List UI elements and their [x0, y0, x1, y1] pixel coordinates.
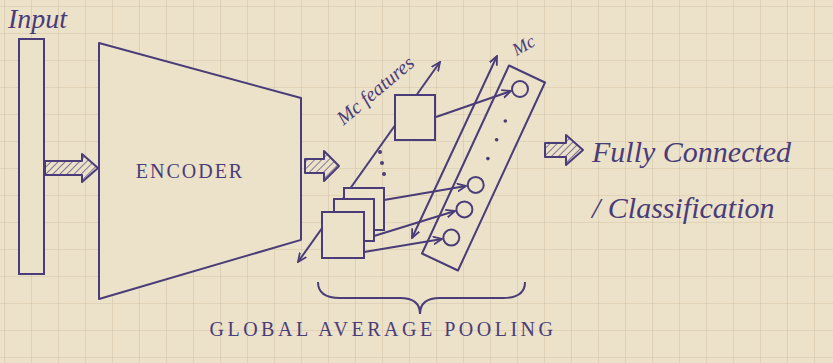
dimension-label: Mc	[509, 32, 539, 61]
output-label: Fully Connected / Classification	[592, 124, 799, 236]
trapezoid-outline	[99, 43, 301, 299]
pooled-unit	[468, 177, 484, 193]
ellipsis-dot	[486, 157, 490, 161]
pooling-arrow	[364, 239, 442, 252]
ellipsis-dot	[504, 119, 508, 123]
input-heading: Input	[8, 2, 43, 36]
ellipsis-dot	[495, 138, 499, 142]
feature-map	[322, 212, 364, 258]
ellipsis-dot	[378, 150, 382, 154]
ellipsis-dot	[380, 161, 384, 165]
pooled-unit	[443, 230, 459, 246]
input-box: Input	[18, 38, 45, 275]
pooled-unit	[456, 201, 472, 217]
dimension-label: Mc features	[332, 51, 418, 128]
block-arrow	[45, 154, 98, 182]
encoder-trapezoid: ENCODER	[98, 42, 302, 300]
brace	[318, 282, 525, 314]
ellipsis-dot	[382, 172, 386, 176]
pooled-unit	[512, 81, 528, 97]
pooling-arrow	[436, 91, 511, 117]
feature-map	[395, 95, 435, 140]
encoder-label: ENCODER	[136, 159, 244, 183]
pooling-arrow	[384, 186, 466, 200]
block-arrow	[545, 135, 583, 165]
block-arrow	[305, 151, 339, 181]
section-label: GLOBAL AVERAGE POOLING	[183, 318, 583, 341]
pooling-arrow	[374, 211, 455, 236]
